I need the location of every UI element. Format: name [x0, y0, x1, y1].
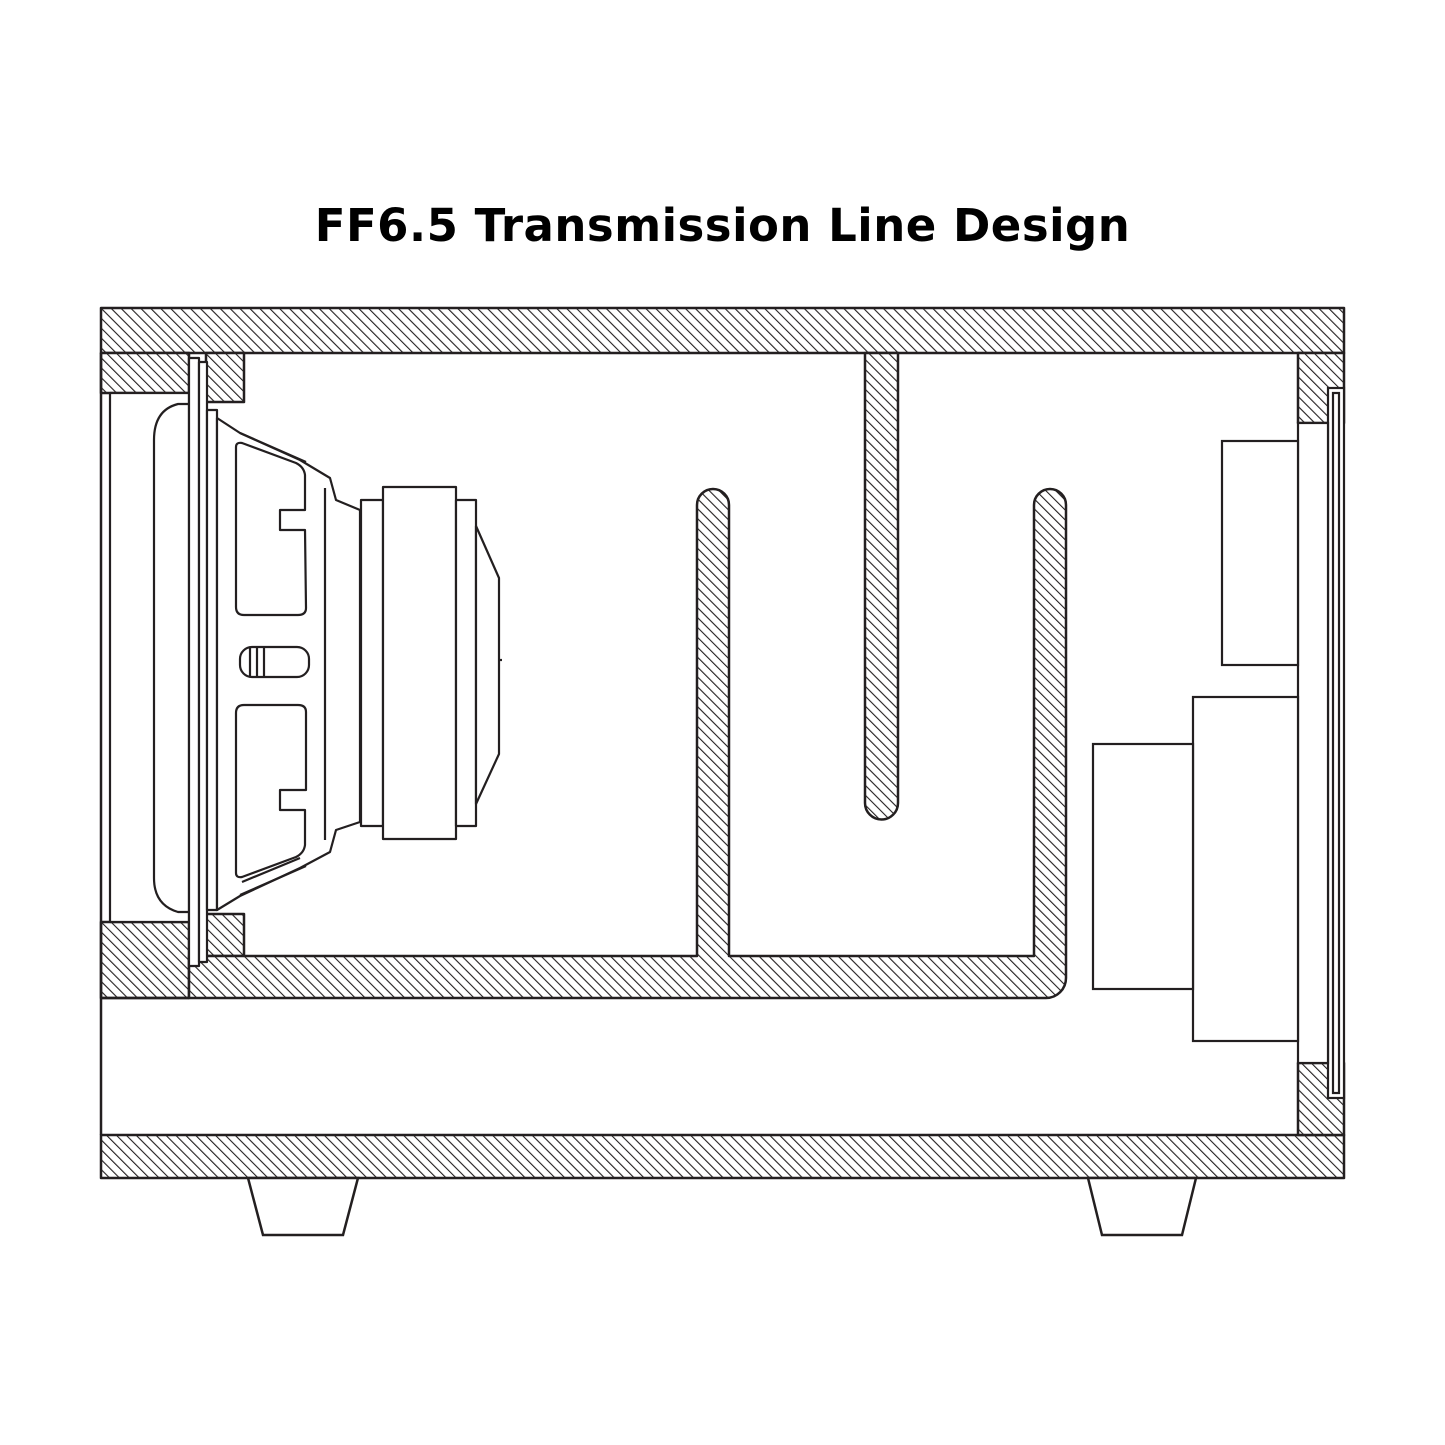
rear-panel-plate	[1296, 421, 1330, 1065]
driver-magnet	[381, 485, 458, 841]
driver-pole-cap	[474, 524, 501, 806]
driver-cone-front	[152, 402, 191, 914]
driver-back-plate	[454, 498, 478, 828]
rear-panel-inner	[1331, 391, 1341, 1095]
foot-left	[246, 1176, 360, 1237]
driver-flange-inner	[197, 360, 209, 964]
driver-basket-lower-rib	[239, 856, 307, 897]
terminal-block-lower	[1191, 695, 1300, 1043]
transmission-line-baffles	[187, 351, 1068, 1000]
terminal-block-side	[1091, 742, 1195, 991]
top-wall	[99, 306, 1346, 355]
front-baffle-upper-inner	[204, 351, 246, 404]
enclosure-cabinet	[99, 306, 1346, 1180]
bottom-wall	[99, 1133, 1346, 1180]
rear-terminal-panel	[1091, 386, 1346, 1100]
front-baffle-upper-outer	[99, 351, 191, 395]
driver-basket-window-lower	[234, 703, 308, 879]
cabinet-feet	[246, 1176, 1198, 1237]
terminal-block-upper	[1220, 439, 1300, 667]
full-range-driver	[108, 356, 502, 968]
diagram-title: FF6.5 Transmission Line Design	[314, 199, 1131, 252]
line-hanging-baffle	[863, 351, 900, 821]
foot-right	[1086, 1176, 1198, 1237]
driver-front-plate	[359, 498, 385, 828]
line-floor-baffle	[187, 487, 1068, 1000]
front-baffle-lower-outer	[99, 920, 191, 1000]
driver-flange-outer	[187, 356, 201, 968]
front-baffle-lower-inner	[204, 912, 246, 958]
driver-basket-window-upper	[234, 441, 308, 617]
driver-gasket	[205, 408, 219, 912]
